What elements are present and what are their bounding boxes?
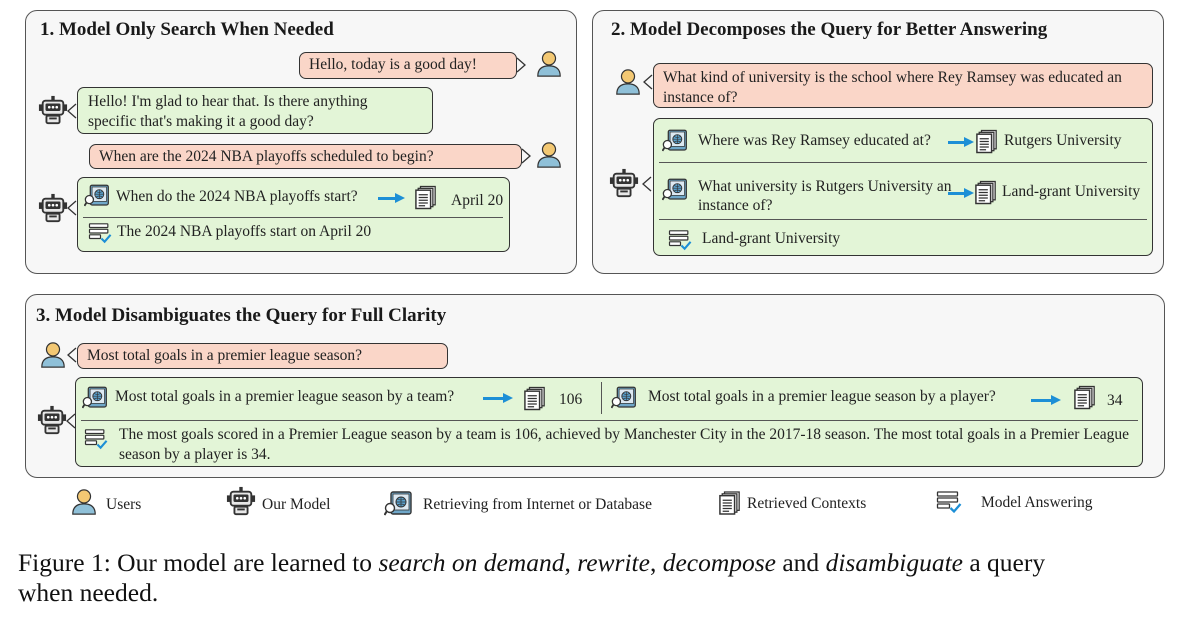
bubble-pointer [66, 413, 76, 429]
caption-text: Figure 1: Our model are learned to [18, 548, 379, 577]
user-icon [613, 68, 643, 96]
user-icon [38, 341, 68, 369]
arrow-icon [948, 137, 974, 147]
answer-text: The 2024 NBA playoffs start on April 20 [117, 223, 372, 240]
retrieved-1: 106 [559, 391, 583, 408]
bubble-pointer [521, 148, 531, 164]
caption-text: a query [962, 548, 1046, 577]
model-answering-icon [88, 222, 113, 244]
retrieving-icon [611, 386, 638, 410]
legend-retrieving: Retrieving from Internet or Database [423, 496, 652, 513]
model-bubble-reply: Hello! I'm glad to hear that. Is there a… [77, 87, 433, 134]
legend-users: Users [106, 496, 142, 513]
user-bubble-question: When are the 2024 NBA playoffs scheduled… [89, 144, 522, 169]
retrieved-contexts-icon [1074, 385, 1096, 410]
legend-contexts: Retrieved Contexts [747, 495, 867, 512]
model-answering-icon [84, 428, 109, 450]
arrow-icon [1031, 395, 1061, 405]
user-question-text: What kind of university is the school wh… [663, 69, 1122, 106]
legend-model: Our Model [262, 496, 331, 513]
robot-icon [37, 405, 67, 435]
divider [659, 162, 1147, 163]
figure-caption: Figure 1: Our model are learned to searc… [18, 548, 1045, 608]
retrieving-icon [82, 386, 109, 410]
retrieving-icon [84, 184, 111, 208]
arrow-icon [378, 193, 405, 203]
caption-text: , [564, 548, 578, 577]
retrieving-icon [662, 178, 689, 202]
bubble-pointer [516, 57, 526, 73]
user-icon [69, 488, 99, 516]
retrieved-contexts-icon [975, 180, 997, 205]
model-bubble-retrieval: When do the 2024 NBA playoffs start? Apr… [77, 177, 510, 252]
user-bubble-question: What kind of university is the school wh… [653, 63, 1153, 108]
answer-text: Land-grant University [702, 230, 841, 247]
robot-icon [38, 95, 68, 125]
retrieved-contexts-icon [719, 490, 741, 516]
model-bubble-decompose: Where was Rey Ramsey educated at? Rutger… [653, 118, 1153, 256]
retrieved-contexts-icon [415, 185, 437, 210]
search-query: When do the 2024 NBA playoffs start? [116, 188, 358, 205]
bubble-pointer [643, 74, 653, 90]
caption-emphasis: rewrite [577, 548, 650, 577]
retrieved-contexts-icon [976, 129, 998, 154]
sub-query-2: Most total goals in a premier league sea… [648, 388, 996, 405]
robot-icon [38, 193, 68, 223]
divider [659, 219, 1147, 220]
caption-emphasis: disambiguate [825, 548, 963, 577]
model-answering-icon [936, 490, 963, 514]
model-reply-text: Hello! I'm glad to hear that. Is there a… [88, 93, 368, 130]
panel1-title: 1. Model Only Search When Needed [40, 19, 334, 40]
retrieving-icon [384, 491, 414, 517]
bubble-pointer [67, 347, 77, 363]
user-icon [534, 141, 564, 169]
arrow-icon [483, 393, 513, 403]
model-bubble-disambiguate: Most total goals in a premier league sea… [75, 377, 1143, 467]
user-bubble-question: Most total goals in a premier league sea… [77, 343, 448, 369]
sub-query-2: What university is Rutgers University an… [698, 178, 952, 214]
panel2-title: 2. Model Decomposes the Query for Better… [611, 19, 1048, 40]
bubble-pointer [642, 176, 652, 192]
user-bubble-greeting: Hello, today is a good day! [299, 52, 517, 79]
model-answering-icon [668, 229, 693, 251]
caption-text: and [775, 548, 826, 577]
bubble-pointer [67, 200, 77, 216]
user-icon [534, 50, 564, 78]
sub-query-1: Where was Rey Ramsey educated at? [698, 132, 931, 149]
divider [601, 382, 602, 414]
divider [81, 420, 1138, 421]
caption-line-1: Figure 1: Our model are learned to searc… [18, 548, 1045, 578]
retrieving-icon [662, 129, 689, 153]
sub-query-1: Most total goals in a premier league sea… [115, 388, 455, 405]
legend-answering: Model Answering [981, 494, 1093, 511]
retrieved-contexts-icon [524, 386, 546, 411]
answer-text: The most goals scored in a Premier Leagu… [119, 426, 1129, 463]
retrieved-2: Land-grant University [1002, 183, 1141, 200]
caption-emphasis: search on demand [378, 548, 565, 577]
panel3-title: 3. Model Disambiguates the Query for Ful… [36, 305, 447, 326]
retrieved-1: Rutgers University [1004, 132, 1122, 149]
arrow-icon [948, 188, 974, 198]
retrieved-2: 34 [1107, 392, 1123, 409]
robot-icon [226, 486, 256, 516]
bubble-pointer [67, 103, 77, 119]
caption-emphasis: decompose [662, 548, 776, 577]
robot-icon [609, 168, 639, 198]
divider [83, 217, 503, 218]
retrieved-value: April 20 [451, 192, 504, 209]
caption-text: , [649, 548, 663, 577]
caption-line-2: when needed. [18, 578, 159, 607]
